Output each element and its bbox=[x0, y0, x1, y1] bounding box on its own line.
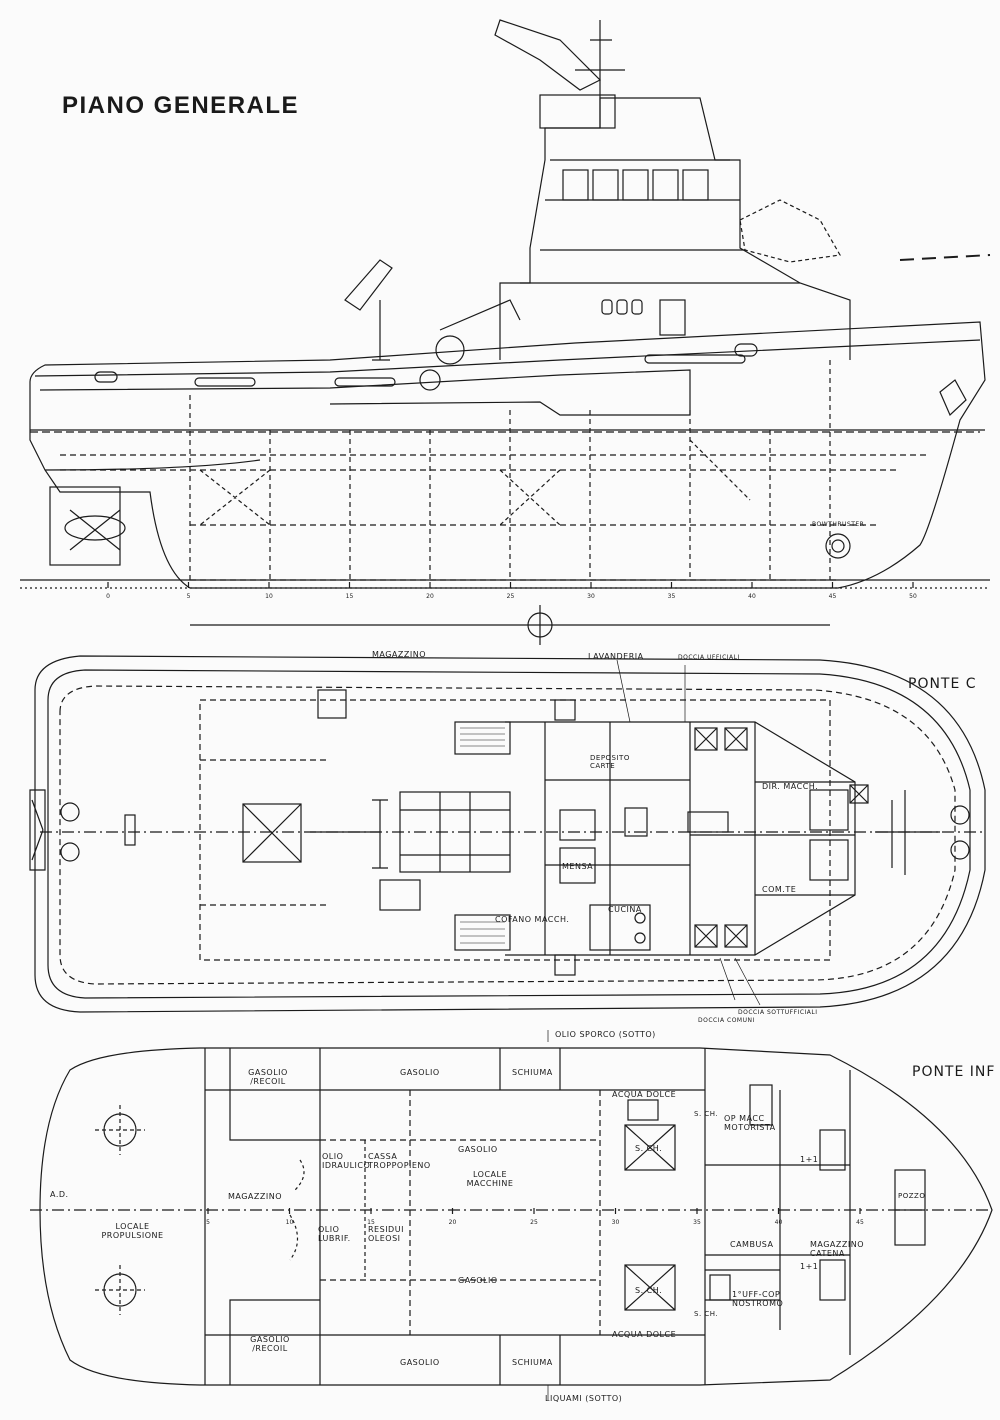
tank-gasolio-recoil-bottom: GASOLIO /RECOIL bbox=[250, 1335, 290, 1353]
main-deck-plan bbox=[29, 655, 986, 1013]
main-deck-label: PONTE C bbox=[908, 676, 977, 692]
profile-frame-label: 15 bbox=[346, 593, 354, 600]
room-magazzino-main: MAGAZZINO bbox=[372, 650, 427, 659]
room-comte: COM.TE bbox=[762, 885, 797, 894]
tank-acqua-dolce-top: ACQUA DOLCE bbox=[612, 1090, 677, 1099]
pozzo: POZZO bbox=[898, 1192, 926, 1200]
profile-superstructure bbox=[499, 97, 851, 360]
lower-frame-label: 30 bbox=[612, 1219, 620, 1226]
cabin-uff-nostromo: 1°UFF-COP NOSTROMO bbox=[732, 1290, 784, 1308]
room-lavanderia: LAVANDERIA bbox=[588, 652, 644, 661]
locale-propulsione: LOCALE PROPULSIONE bbox=[101, 1222, 164, 1240]
lower-deck-plan: 5 10 15 20 25 30 35 40 45 bbox=[30, 1030, 993, 1400]
profile-frame-label: 0 bbox=[106, 593, 110, 600]
room-magazzino-catena: MAGAZZINO CATENA bbox=[810, 1240, 865, 1258]
main-deck-outline bbox=[34, 655, 986, 1013]
lower-frame-label: 25 bbox=[530, 1219, 538, 1226]
room-doccia-ufficiali: DOCCIA UFFICIALI bbox=[678, 654, 740, 661]
lower-frame-label: 5 bbox=[206, 1219, 210, 1226]
tank-olio-lubrif: OLIO LUBRIF. bbox=[318, 1225, 351, 1243]
tank-schiuma-top: SCHIUMA bbox=[512, 1068, 553, 1077]
ad-label: A.D. bbox=[50, 1190, 69, 1199]
page-title: PIANO GENERALE bbox=[62, 92, 300, 119]
tank-gasolio-mid-bottom: GASOLIO bbox=[458, 1276, 498, 1285]
bowthruster-tag: BOWTHRUSTER bbox=[812, 521, 865, 528]
tank-gasolio-bottom: GASOLIO bbox=[400, 1358, 440, 1367]
label-olio-sporco: OLIO SPORCO (SOTTO) bbox=[555, 1030, 656, 1039]
cabin-1plus1-upper: 1+1 bbox=[800, 1155, 819, 1164]
sch-upper: S. CH. bbox=[635, 1144, 663, 1153]
room-deposito-carte: DEPOSITO CARTE bbox=[590, 754, 630, 770]
profile-frame-label: 35 bbox=[668, 593, 676, 600]
lower-frame-label: 15 bbox=[367, 1219, 375, 1226]
room-cambusa: CAMBUSA bbox=[730, 1240, 774, 1249]
profile-frame-label: 45 bbox=[829, 593, 837, 600]
tank-olio-idraulico: OLIO IDRAULICO bbox=[322, 1152, 371, 1170]
profile-view: 0 5 10 15 20 25 30 35 40 45 50 bbox=[20, 19, 991, 645]
profile-frame-label: 20 bbox=[426, 593, 434, 600]
profile-frame-label: 5 bbox=[187, 593, 191, 600]
label-liquami: LIQUAMI (SOTTO) bbox=[545, 1394, 623, 1403]
lower-frame-label: 20 bbox=[449, 1219, 457, 1226]
profile-frame-label: 10 bbox=[265, 593, 273, 600]
cabin-1plus1-lower: 1+1 bbox=[800, 1262, 819, 1271]
room-magazzino-lower: MAGAZZINO bbox=[228, 1192, 283, 1201]
lower-frame-label: 35 bbox=[693, 1219, 701, 1226]
lower-frame-label: 10 bbox=[286, 1219, 294, 1226]
room-dir-macch: DIR. MACCH. bbox=[762, 782, 819, 791]
sch-lower-side: S. CH. bbox=[694, 1310, 719, 1318]
profile-frame-label: 25 bbox=[507, 593, 515, 600]
room-mensa: MENSA bbox=[562, 862, 594, 871]
lower-frame-label: 40 bbox=[775, 1219, 783, 1226]
tank-gasolio-recoil-top: GASOLIO /RECOIL bbox=[248, 1068, 288, 1086]
lower-deck-label: PONTE INF bbox=[912, 1064, 996, 1080]
tank-schiuma-bottom: SCHIUMA bbox=[512, 1358, 553, 1367]
tank-gasolio-top: GASOLIO bbox=[400, 1068, 440, 1077]
locale-macchine: LOCALE MACCHINE bbox=[466, 1170, 514, 1188]
profile-frame-ticks: 0 5 10 15 20 25 30 35 40 45 50 bbox=[106, 582, 917, 600]
room-cucina: CUCINA bbox=[608, 905, 642, 914]
profile-frame-label: 40 bbox=[748, 593, 756, 600]
sch-upper-side: S. CH. bbox=[694, 1110, 719, 1118]
room-doccia-sottufficiali: DOCCIA SOTTUFFICIALI bbox=[738, 1009, 818, 1016]
profile-hull bbox=[29, 321, 986, 589]
sch-lower: S. CH. bbox=[635, 1286, 663, 1295]
lower-deck-outline bbox=[39, 1047, 993, 1386]
lower-frame-ticks: 5 10 15 20 25 30 35 40 45 bbox=[206, 1208, 864, 1226]
profile-frame-label: 30 bbox=[587, 593, 595, 600]
tank-gasolio-mid-top: GASOLIO bbox=[458, 1145, 498, 1154]
profile-frame-label: 50 bbox=[909, 593, 917, 600]
tank-residui-oleosi: RESIDUI OLEOSI bbox=[368, 1225, 404, 1243]
cabin-op-macc-motorista: OP MACC MOTORISTA bbox=[724, 1114, 776, 1132]
tank-cassa-troppopieno: CASSA TROPPOPIENO bbox=[368, 1152, 431, 1170]
lower-frame-label: 45 bbox=[856, 1219, 864, 1226]
tank-acqua-dolce-bottom: ACQUA DOLCE bbox=[612, 1330, 677, 1339]
room-doccia-comuni: DOCCIA COMUNI bbox=[698, 1017, 755, 1024]
room-cofano-macch: COFANO MACCH. bbox=[495, 915, 570, 924]
